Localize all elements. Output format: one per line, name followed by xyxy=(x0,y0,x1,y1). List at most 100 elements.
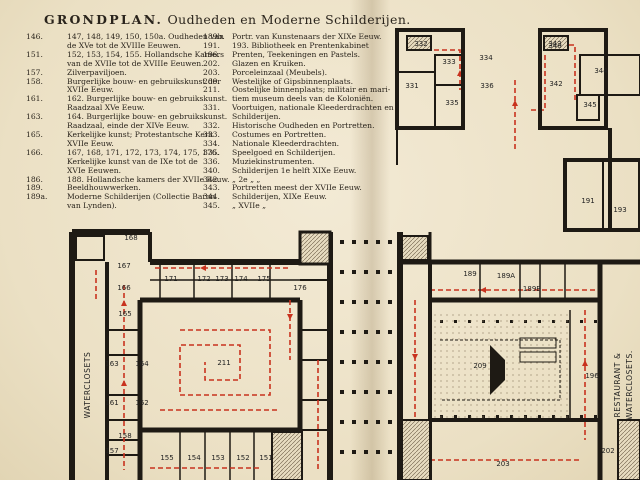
legend-row: 333.Costumes en Portretten. xyxy=(203,130,394,140)
legend-row: van Lynden). xyxy=(26,201,230,211)
room-label: 336 xyxy=(480,82,494,90)
room-label: 158 xyxy=(118,432,131,440)
column-dot xyxy=(594,415,597,418)
legend-row: Raadzaal XVe Eeuw. xyxy=(26,103,230,113)
column-dot xyxy=(352,240,356,244)
legend-row: 191.193. Bibliotheek en Prentenkabinet xyxy=(203,40,394,51)
stair-upper-left xyxy=(406,35,432,51)
column-dot xyxy=(376,270,380,274)
legend-row: de XVe tot de XVIIIe Eeuwen. xyxy=(26,41,230,51)
legend-row: 151.152, 153, 154, 155. Hollandsche Kame… xyxy=(26,49,230,60)
legend-text: Voortuigen, nationale Kleederdrachten en xyxy=(232,103,394,113)
column-dot xyxy=(388,360,392,364)
legend-number: 186. xyxy=(26,174,43,184)
room-label: 211 xyxy=(217,359,230,367)
legend-text: 164. Burgerlijke bouw- en gebruikskunst. xyxy=(67,112,228,122)
column-dot xyxy=(340,330,344,334)
room-label: 202 xyxy=(601,447,614,455)
legend-text: 152, 153, 154, 155. Hollandsche Kamers xyxy=(67,49,224,59)
legend-row: 189b.Portr. van Kunstenaars der XIXe Eeu… xyxy=(203,32,394,42)
column-dot xyxy=(340,300,344,304)
legend-number: 203. xyxy=(203,67,220,77)
stair-block-far-right xyxy=(617,419,640,480)
column-dot xyxy=(352,360,356,364)
legend-row: 211.Oostelijke binnenplaats; militair en… xyxy=(203,86,394,95)
legend-text: Kerkelijke kunst van de IXe tot de xyxy=(67,156,198,166)
column-dot xyxy=(340,240,344,244)
title-sub: Oudheden en Moderne Schilderijen. xyxy=(167,12,411,27)
legend-text: 167, 168, 171, 172, 173, 174, 175, 176. xyxy=(67,147,220,157)
legend-row: 189.Beeldhouwwerken. xyxy=(26,184,230,193)
room-label: 331 xyxy=(405,82,418,90)
legend-number: 340. xyxy=(203,165,220,175)
column-dot xyxy=(340,420,344,424)
legend-row: 203.Porceleinzaal (Meubels). xyxy=(203,67,394,78)
room-label: 162 xyxy=(135,399,148,407)
room-label: 164 xyxy=(135,360,149,368)
legend-number: 189b. xyxy=(203,32,225,41)
legend-row: 340.Schilderijen 1e helft XIXe Eeuw. xyxy=(203,165,394,176)
legend-row: 146.147, 148, 149, 150, 150a. Oudheden v… xyxy=(26,32,230,42)
column-dot xyxy=(388,420,392,424)
column-dot xyxy=(364,240,368,244)
legend-row: 189a.Moderne Schilderijen (Collectie Bar… xyxy=(26,192,230,202)
room-label: 340 xyxy=(548,42,561,50)
legend-number: 332. xyxy=(203,121,220,131)
legend-text: XVIe Eeuwen. xyxy=(67,165,122,175)
legend-row: 163. 164. Burgerlijke bouw- en gebruiksku… xyxy=(26,112,230,122)
legend-row: XVIIe Eeuw. xyxy=(26,86,230,95)
legend-number: 157. xyxy=(26,67,43,77)
room-label: 345 xyxy=(583,101,596,109)
stair-tower-right xyxy=(401,235,429,261)
legend-row: 331.Voortuigen, nationale Kleederdrachte… xyxy=(203,103,394,113)
legend-text: Muziekinstrumenten. xyxy=(232,156,315,166)
legend-number: 163. xyxy=(26,112,43,122)
legend-row: Kerkelijke kunst van de IXe tot de xyxy=(26,156,230,167)
room-label: 171 xyxy=(164,275,177,283)
room-label: 152 xyxy=(236,454,249,462)
room-label: 191 xyxy=(581,197,594,205)
legend-text: 147, 148, 149, 150, 150a. Oudheden van xyxy=(67,32,224,41)
room-label: 193 xyxy=(613,206,626,214)
room-label: 196 xyxy=(585,372,599,380)
column-dot xyxy=(376,360,380,364)
column-dot xyxy=(376,300,380,304)
column-dot xyxy=(388,390,392,394)
legend-row: 334.Nationale Kleederdrachten. xyxy=(203,139,394,149)
legend-number: 336. xyxy=(203,156,220,166)
legend-number: 161. xyxy=(26,94,43,104)
legend-row: van de XVIIe tot de XVIIIe Eeuwen. xyxy=(26,59,230,69)
column-dot xyxy=(364,270,368,274)
legend-row: 336. Muziekinstrumenten. xyxy=(203,156,394,167)
column-dot xyxy=(364,390,368,394)
column-dot xyxy=(594,320,597,323)
room-label: 174 xyxy=(234,275,248,283)
legend-row: 202.Glazen en Kruiken. xyxy=(203,58,394,69)
legend-text: XVIIe Eeuw. xyxy=(67,138,114,148)
book-gutter xyxy=(350,0,390,480)
column-dot xyxy=(580,415,583,418)
legend-text: XVIIe Eeuw. xyxy=(67,85,114,95)
legend-text: „ XVIIe „ xyxy=(232,201,267,211)
legend-row: 158.Burgerlijke bouw- en gebruikskunst d… xyxy=(26,77,230,87)
column-dot xyxy=(352,270,356,274)
column-dot xyxy=(388,330,392,334)
room-label: 161 xyxy=(105,399,118,407)
room-label: 342 xyxy=(549,80,562,88)
legend-number: 335. xyxy=(203,147,220,157)
vertical-label-left: WATERCLOSETS xyxy=(83,352,92,419)
right-upper-wing xyxy=(395,28,640,232)
legend-number: 191. xyxy=(203,40,220,50)
room-label: 333 xyxy=(442,58,455,66)
column-dot xyxy=(388,270,392,274)
legend-text: Portretten meest der XVIIe Eeuw. xyxy=(232,183,362,193)
room-label: 168 xyxy=(124,234,137,242)
legend-number: 202. xyxy=(203,58,220,68)
column-dot xyxy=(340,390,344,394)
column-dot xyxy=(388,450,392,454)
legend-row: tiem museum deels van de Koloniën. xyxy=(203,94,394,104)
